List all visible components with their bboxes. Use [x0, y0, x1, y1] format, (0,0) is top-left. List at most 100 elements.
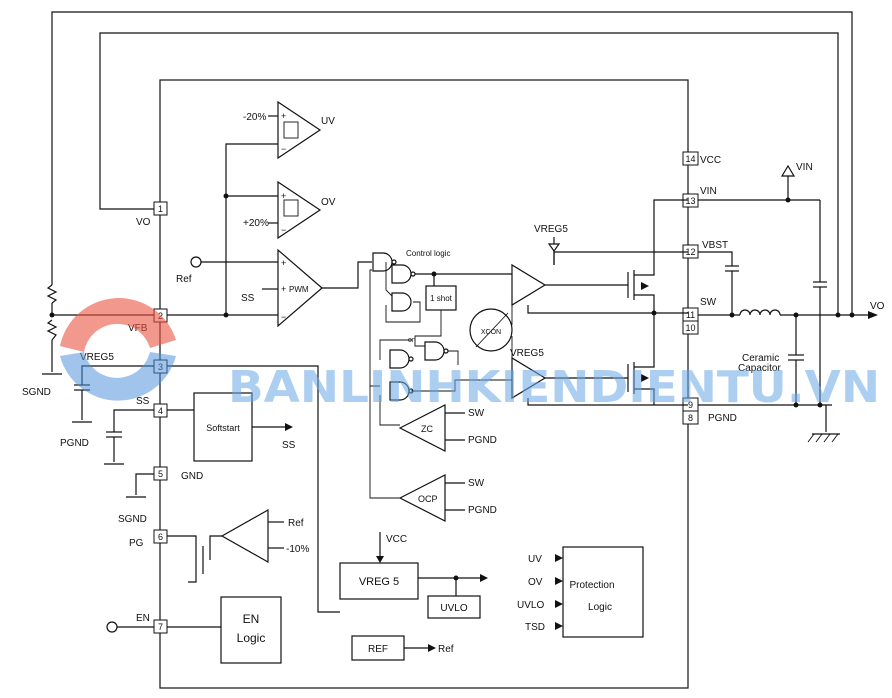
svg-text:VO: VO [136, 217, 151, 228]
svg-text:SW: SW [700, 297, 717, 308]
svg-text:PWM: PWM [289, 285, 309, 294]
svg-text:EN: EN [136, 613, 150, 624]
svg-text:Ref: Ref [176, 274, 192, 285]
svg-text:on: on [408, 337, 416, 344]
svg-text:VIN: VIN [700, 186, 717, 197]
svg-text:PGND: PGND [708, 413, 737, 424]
svg-text:6: 6 [158, 532, 163, 542]
gnd-symbol: SGND [118, 473, 154, 525]
svg-text:9: 9 [688, 400, 693, 410]
svg-text:−: − [281, 312, 286, 322]
svg-text:8: 8 [688, 413, 693, 423]
svg-text:TSD: TSD [525, 622, 545, 633]
watermark-text: BANLINHKIENDIENTU.VN [228, 362, 880, 413]
svg-text:SS: SS [282, 440, 296, 451]
svg-text:OCP: OCP [418, 494, 438, 504]
svg-text:VREG 5: VREG 5 [359, 576, 399, 588]
pin-4: 4 SS [136, 396, 168, 418]
svg-text:5: 5 [158, 469, 163, 479]
ocp-comparator: OCP SW PGND [398, 474, 497, 522]
high-side-mosfet [627, 199, 688, 313]
svg-text:GND: GND [181, 471, 203, 482]
svg-text:+20%: +20% [243, 218, 269, 229]
svg-text:10: 10 [685, 323, 695, 333]
ref-block: REF Ref [351, 635, 454, 661]
svg-text:SS: SS [241, 293, 255, 304]
svg-text:-10%: -10% [286, 544, 309, 555]
pg-comparator: Ref -10% [167, 508, 309, 583]
bootstrap-capacitor [698, 251, 739, 315]
xcon-block: XCON [469, 300, 513, 360]
svg-text:13: 13 [685, 196, 695, 206]
pin-8: 8 PGND [682, 410, 737, 425]
svg-text:SW: SW [468, 478, 485, 489]
svg-text:+: + [281, 258, 286, 268]
pin-7: 7 EN [136, 613, 168, 634]
pgnd-return [698, 402, 840, 443]
outer-feedback-wire [51, 11, 853, 315]
low-side-mosfet [627, 310, 657, 405]
high-side-driver: VREG5 [511, 224, 688, 314]
svg-text:UV: UV [528, 554, 542, 565]
svg-text:SW: SW [468, 408, 485, 419]
svg-text:XCON: XCON [481, 329, 501, 336]
zc-comparator: ZC SW PGND [398, 404, 497, 452]
uv-comparator: + − -20% UV [243, 100, 335, 160]
svg-text:SGND: SGND [118, 514, 147, 525]
svg-text:VREG5: VREG5 [534, 224, 568, 235]
ov-comparator: + − +20% OV [243, 180, 336, 240]
svg-text:−: − [281, 144, 286, 154]
output-inductor: VO [698, 301, 885, 319]
svg-text:PG: PG [129, 538, 144, 549]
ic-outline [159, 79, 689, 689]
svg-text:Ref: Ref [288, 518, 304, 529]
svg-text:VBST: VBST [702, 240, 728, 251]
watermark-logo [60, 298, 176, 401]
vfb-bus [225, 143, 278, 315]
svg-text:Capacitor: Capacitor [738, 363, 781, 374]
svg-text:EN: EN [243, 612, 260, 626]
softstart-block: Softstart SS [167, 392, 296, 462]
vreg5-block: VCC VREG 5 UVLO [339, 532, 488, 619]
svg-text:VCC: VCC [700, 155, 721, 166]
svg-text:Softstart: Softstart [206, 423, 240, 433]
svg-text:UVLO: UVLO [440, 603, 467, 614]
svg-text:ZC: ZC [421, 424, 433, 434]
svg-text:UV: UV [321, 116, 335, 127]
vin-supply: VIN [698, 162, 827, 405]
pin-5: 5 GND [153, 466, 203, 482]
svg-text:UVLO: UVLO [517, 600, 544, 611]
protection-logic-block: Protection Logic UV OV UVLO TSD [517, 546, 644, 638]
svg-text:1: 1 [158, 204, 163, 214]
pin-6: 6 PG [129, 529, 168, 549]
pin-10: 10 [682, 320, 699, 335]
svg-text:OV: OV [528, 577, 543, 588]
svg-text:+: + [281, 284, 286, 294]
svg-text:PGND: PGND [60, 438, 89, 449]
svg-text:Logic: Logic [237, 631, 266, 645]
ss-capacitor [104, 409, 154, 465]
svg-text:14: 14 [685, 154, 695, 164]
svg-text:11: 11 [686, 310, 695, 320]
pwm-comparator: + + PWM − Ref SS [176, 248, 372, 328]
svg-text:+: + [281, 191, 286, 201]
en-logic-block: EN Logic [106, 596, 282, 664]
pin-1: 1 VO [136, 201, 168, 228]
pin-14: 14 VCC [682, 151, 721, 166]
svg-text:REF: REF [368, 644, 388, 655]
svg-text:VO: VO [870, 301, 885, 312]
vreg5-pin3-wire [167, 365, 340, 613]
control-logic: Control logic 1 shot on [369, 249, 512, 499]
svg-text:SS: SS [136, 396, 150, 407]
svg-text:VREG5: VREG5 [510, 348, 544, 359]
svg-text:VCC: VCC [386, 534, 407, 545]
svg-text:Control logic: Control logic [406, 249, 450, 258]
svg-text:SGND: SGND [22, 387, 51, 398]
output-capacitor: Ceramic Capacitor [738, 315, 804, 405]
svg-text:4: 4 [158, 406, 163, 416]
low-side-driver: VREG5 [510, 348, 688, 406]
svg-text:VREG5: VREG5 [80, 352, 114, 363]
svg-text:PGND: PGND [468, 435, 497, 446]
